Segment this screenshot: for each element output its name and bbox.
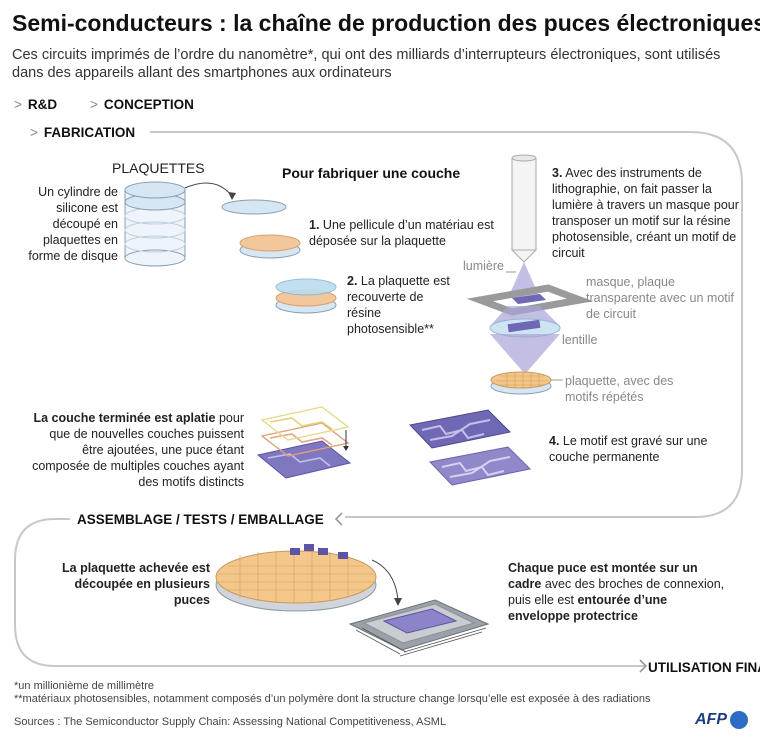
stage-assemblage: ASSEMBLAGE / TESTS / EMBALLAGE xyxy=(77,512,324,527)
footnote-1: *un millionième de millimètre xyxy=(14,680,154,692)
page-title: Semi-conducteurs : la chaîne de producti… xyxy=(12,10,760,36)
lumiere-label: lumière xyxy=(463,259,504,273)
stacked-layers xyxy=(256,406,352,479)
patterned-wafer xyxy=(490,371,552,395)
sources: Sources : The Semiconductor Supply Chain… xyxy=(14,716,447,728)
fabrication-flow-line xyxy=(150,131,743,518)
stage-fabrication: >FABRICATION xyxy=(30,125,136,140)
step-2-text: 2. La plaquette est recouverte de résine… xyxy=(347,274,450,336)
stage-conception: >CONCEPTION xyxy=(90,97,194,112)
assemblage-flow-line xyxy=(14,518,645,667)
step-4-text: 4. Le motif est gravé sur une couche per… xyxy=(549,434,708,464)
couche-title: Pour fabriquer une couche xyxy=(282,165,461,181)
cylinder-arrow-icon xyxy=(184,182,233,197)
single-wafer xyxy=(221,199,287,215)
montee-text: Chaque puce est montée sur un cadre avec… xyxy=(508,561,725,623)
lentille-label: lentille xyxy=(562,333,598,347)
etched-layer-top xyxy=(409,409,512,449)
step-1-text: 1. Une pellicule d’un matériau est dépos… xyxy=(309,218,494,248)
silicon-cylinder xyxy=(124,181,186,267)
etched-layer-bottom xyxy=(429,446,532,486)
couche-aplatie-text: La couche terminée est aplatie pour que … xyxy=(32,411,244,489)
plaquette-motifs-label: plaquette, avec des motifs répétés xyxy=(565,374,674,404)
afp-logo-text: AFP xyxy=(695,711,727,728)
afp-logo: AFP xyxy=(695,711,748,729)
masque-label: masque, plaque transparente avec un moti… xyxy=(586,275,734,321)
finished-wafer xyxy=(215,544,377,612)
footnote-2: **matériaux photosensibles, notamment co… xyxy=(14,693,651,705)
stage-rd: >R&D xyxy=(14,97,58,112)
afp-dot-icon xyxy=(730,711,748,729)
step-3-text: 3. Avec des instruments de lithographie,… xyxy=(552,166,739,260)
utilisation-chevron-icon xyxy=(639,659,648,673)
wafer-film xyxy=(239,234,301,259)
page-subtitle: Ces circuits imprimés de l’ordre du nano… xyxy=(12,47,721,81)
lithography-lamp xyxy=(510,154,538,263)
focused-beam xyxy=(490,334,560,374)
stage-utilisation: UTILISATION FINALE xyxy=(648,660,760,675)
dicing-arrow-icon xyxy=(371,559,399,601)
plaquettes-title: PLAQUETTES xyxy=(112,160,205,176)
assemblage-chevron-icon xyxy=(334,512,343,526)
mask-plate xyxy=(466,284,594,316)
plaquettes-description: Un cylindre de silicone est découpé en p… xyxy=(28,185,118,263)
decoupee-text: La plaquette achevée est découpée en plu… xyxy=(62,561,210,607)
packaged-chip xyxy=(348,599,490,657)
wafer-resin xyxy=(275,278,337,314)
